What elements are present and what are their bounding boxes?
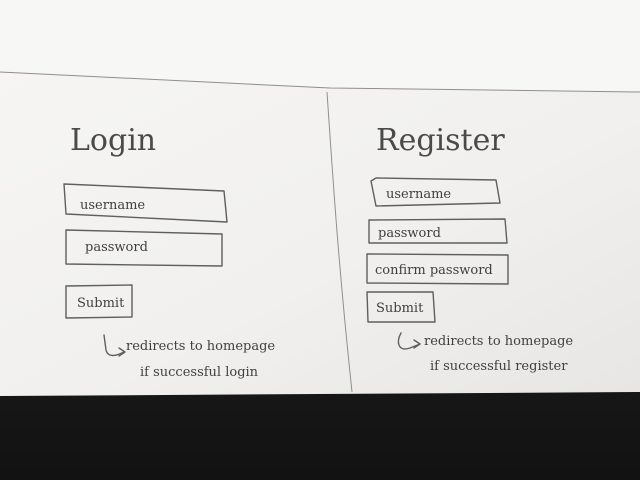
login-password-box [65,229,223,267]
register-submit-box [366,291,436,323]
login-password-field[interactable]: password [65,229,223,267]
register-panel: Register username password confirm passw… [366,123,573,374]
register-username-placeholder: username [386,187,451,202]
login-arrow-icon [103,334,125,357]
login-username-placeholder: username [80,198,145,213]
sketch-paper [0,72,640,396]
register-submit-button[interactable]: Submit [366,291,436,323]
login-username-box [63,183,228,223]
register-password-box [368,218,508,244]
login-redirect-note: redirects to homepage if successful logi… [103,334,275,380]
register-password-field[interactable]: password [368,218,508,244]
login-panel: Login username password Submit redirects… [63,123,275,380]
login-submit-button[interactable]: Submit [65,284,133,319]
register-arrow-icon [397,332,421,350]
register-title: Register [376,123,505,158]
register-confirm-box [366,253,509,285]
register-password-placeholder: password [378,226,441,241]
register-username-field[interactable]: username [370,177,501,207]
register-confirm-placeholder: confirm password [375,263,493,278]
login-submit-label: Submit [77,296,125,311]
login-note-line-1: redirects to homepage [126,339,275,354]
register-arrowhead-icon [413,339,421,349]
login-title: Login [70,123,156,158]
login-submit-box [65,284,133,319]
register-redirect-note: redirects to homepage if successful regi… [397,332,573,374]
login-note-line-2: if successful login [140,365,259,380]
register-confirm-field[interactable]: confirm password [366,253,509,285]
login-username-field[interactable]: username [63,183,228,223]
login-arrowhead-icon [118,347,126,357]
upper-paper-sheet [0,0,640,92]
register-note-line-2: if successful register [430,359,568,374]
center-divider [326,91,353,393]
register-note-line-1: redirects to homepage [424,334,573,349]
paper-top-edge [0,71,640,93]
register-submit-label: Submit [376,301,424,316]
login-password-placeholder: password [85,240,148,255]
register-username-box [370,177,501,207]
